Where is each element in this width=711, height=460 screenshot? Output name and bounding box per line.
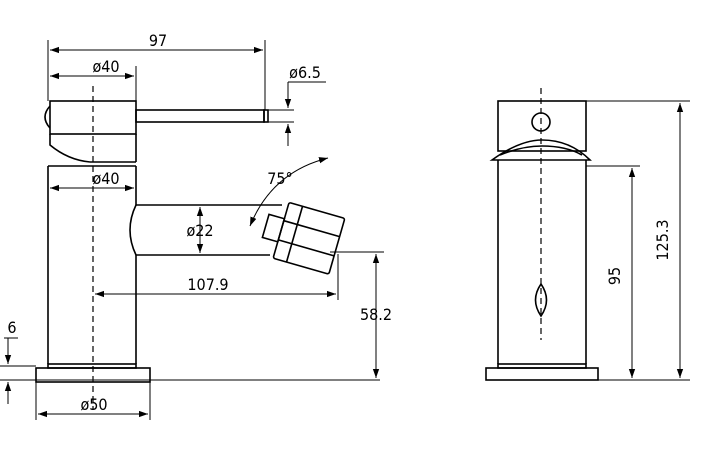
dim-lever-diameter: ø6.5 <box>268 63 326 146</box>
dim-spout-reach-label: 107.9 <box>187 275 228 294</box>
dim-spray-angle: 75° <box>249 157 329 227</box>
dim-spout-height-label: 58.2 <box>360 305 392 324</box>
dim-base-thickness: 6 <box>0 318 36 404</box>
dim-body-height-label: 95 <box>605 267 624 285</box>
dim-total-height-label: 125.3 <box>653 219 672 260</box>
dim-handle-diameter-label: ø40 <box>92 57 119 76</box>
side-body <box>497 160 587 364</box>
side-view: 95 125.3 <box>485 88 690 381</box>
dim-body-diameter-label: ø40 <box>92 169 119 188</box>
dim-spout-reach: 107.9 <box>95 254 339 300</box>
dim-spray-angle-label: 75° <box>267 169 293 188</box>
dim-base-diameter: ø50 <box>35 382 151 420</box>
dim-lever-diameter-label: ø6.5 <box>289 63 321 82</box>
dim-total-height: 125.3 <box>653 103 684 378</box>
spray-head <box>261 202 346 275</box>
front-view: 97 ø40 ø6.5 ø40 75° <box>0 31 392 420</box>
dim-handle-diameter: ø40 <box>50 57 137 101</box>
dim-spout-height: 58.2 <box>330 251 392 378</box>
dim-total-width: 97 <box>47 31 266 110</box>
dim-spout-diameter: ø22 <box>186 207 214 253</box>
lever-handle <box>44 100 269 163</box>
dim-base-thickness-label: 6 <box>7 318 16 337</box>
side-base <box>485 363 599 381</box>
faucet-body <box>47 165 137 364</box>
dim-body-height: 95 <box>605 168 636 378</box>
dim-spout-diameter-label: ø22 <box>186 221 213 240</box>
dim-body-diameter: ø40 <box>50 169 134 192</box>
dim-total-width-label: 97 <box>149 31 167 50</box>
dim-base-diameter-label: ø50 <box>80 395 107 414</box>
